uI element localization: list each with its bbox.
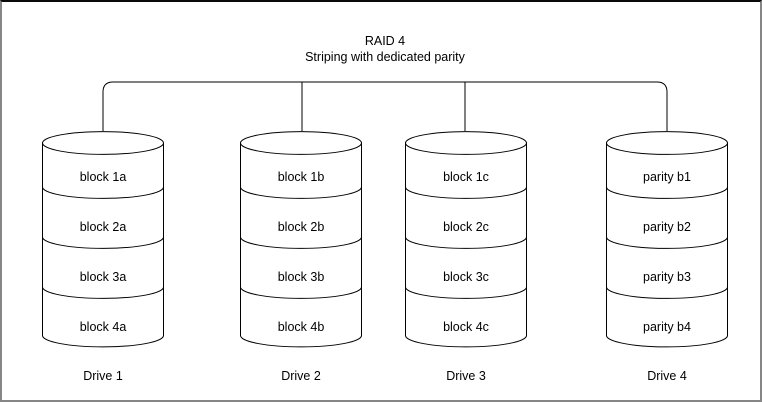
block-label: block 3a [79, 270, 127, 284]
drive-label: Drive 2 [281, 369, 321, 383]
block-label: block 4a [79, 320, 127, 334]
diagram-title-block: RAID 4 Striping with dedicated parity [103, 33, 667, 65]
drive-4: parity b1 parity b2 parity b3 parity b4 [606, 131, 728, 348]
block-label: parity b2 [643, 220, 691, 234]
drive-label: Drive 3 [446, 369, 486, 383]
block-label: block 1c [443, 170, 489, 184]
drive-2: block 1b block 2b block 3b block 4b [240, 131, 362, 348]
drive-cylinder-icon [42, 131, 164, 348]
block-label: block 3b [277, 270, 325, 284]
block-label: parity b3 [643, 270, 691, 284]
block-label: parity b4 [643, 320, 691, 334]
drive-cylinder-icon [606, 131, 728, 348]
drive-label: Drive 1 [83, 369, 123, 383]
block-label: block 4b [277, 320, 325, 334]
block-label: block 2b [277, 220, 325, 234]
block-label: block 1a [79, 170, 127, 184]
block-label: block 4c [443, 320, 489, 334]
block-label: block 2c [443, 220, 489, 234]
drive-3: block 1c block 2c block 3c block 4c [405, 131, 527, 348]
block-label: block 3c [443, 270, 489, 284]
block-label: block 1b [277, 170, 325, 184]
drive-cylinder-icon [405, 131, 527, 348]
page-title: RAID 4 [364, 34, 406, 48]
drive-label: Drive 4 [647, 369, 687, 383]
block-label: parity b1 [643, 170, 691, 184]
drive-1: block 1a block 2a block 3a block 4a [42, 131, 164, 348]
page-subtitle: Striping with dedicated parity [305, 50, 465, 64]
drive-cylinder-icon [240, 131, 362, 348]
block-label: block 2a [79, 220, 127, 234]
